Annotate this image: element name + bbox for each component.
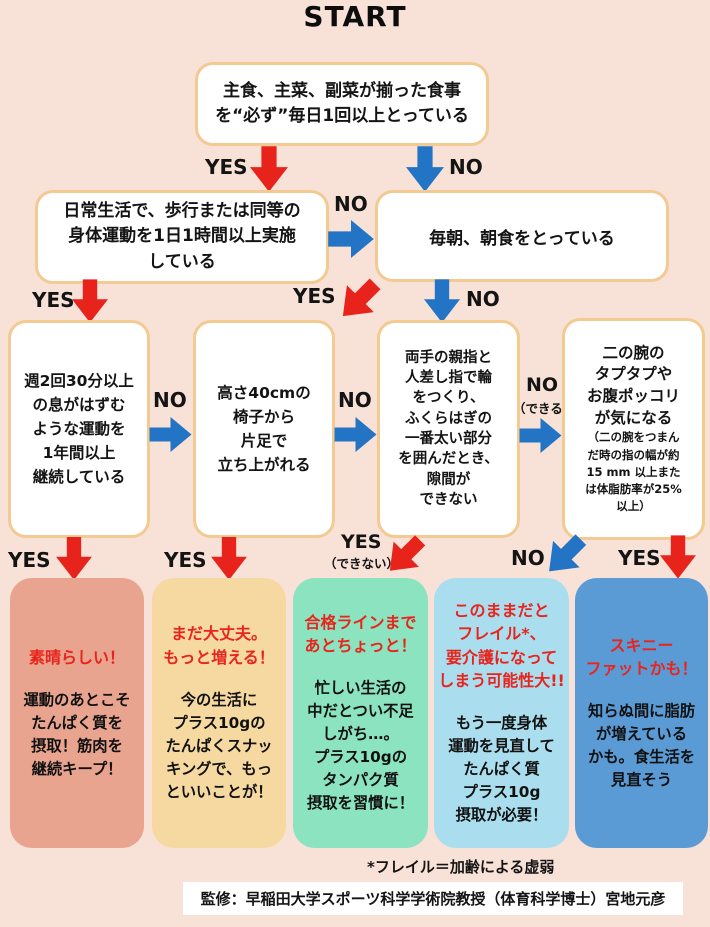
label-no-calf: NO	[526, 374, 559, 396]
question-box-chair: 高さ40cmの 椅子から 片足で 立ち上がれる	[193, 320, 335, 538]
result-body-excellent: 運動のあとこそ たんぱく質を 摂取！筋肉を 継続キープ！	[23, 690, 131, 778]
frailty-footnote: *フレイル＝加齢による虚弱	[367, 858, 555, 876]
question-box-calf: 両手の親指と 人差し指で輪 をつくり、 ふくらはぎの 一番太い部分 を囲んだとき…	[377, 320, 520, 538]
question-box-breakfast: 毎朝、朝食をとっている	[375, 190, 669, 282]
arrow-down-yes-arm-icon	[660, 535, 696, 579]
label-yes-calf-note: （できない）	[324, 556, 400, 571]
label-no-chair: NO	[338, 388, 372, 412]
result-box-excellent: 素晴らしい！ 運動のあとこそ たんぱく質を 摂取！筋肉を 継続キープ！	[10, 578, 144, 848]
result-body-frailty-risk: もう一度身体 運動を見直して たんぱく質 プラス10g 摂取が必要！	[448, 714, 555, 824]
label-yes-breakfast: YES	[293, 284, 336, 308]
result-box-almost: 合格ラインまで あとちょっと！ 忙しい生活の 中だとつい不足 しがち…。 プラス…	[293, 578, 428, 848]
label-no-calf-note: （できる）	[513, 401, 576, 416]
result-body-still-ok: 今の生活に プラス10gの たんぱくスナッ キングで、もっ といいことが！	[165, 690, 273, 801]
label-no-walk: NO	[334, 192, 368, 216]
arrow-right-no-chair-icon	[334, 417, 377, 452]
label-no-meal: NO	[449, 155, 483, 179]
question-box-exercise: 週2回30分以上 の息がはずむ ような運動を 1年間以上 継続している	[8, 320, 150, 538]
arrow-right-no-calf-icon	[519, 418, 562, 453]
result-box-still-ok: まだ大丈夫。 もっと増える！ 今の生活に プラス10gの たんぱくスナッ キング…	[152, 578, 286, 848]
label-yes-chair: YES	[164, 548, 207, 572]
label-no-breakfast: NO	[466, 287, 500, 311]
arrow-diag-yes-calf-icon	[387, 534, 426, 577]
arrow-down-yes-walk-icon	[72, 279, 108, 323]
label-no-exercise: NO	[153, 388, 187, 412]
question-box-arm-main: 二の腕の タプタプや お腹ポッコリ が気になる	[586, 343, 680, 427]
arrow-right-no-walk-icon	[328, 220, 374, 258]
arrow-right-no-exercise-icon	[149, 417, 192, 452]
question-box-meal: 主食、主菜、副菜が揃った食事 を“必ず”毎日1回以上とっている	[195, 62, 489, 146]
supervisor-credit-text: 監修：早稲田大学スポーツ科学学術院教授（体育科学博士）宮地元彦	[200, 890, 666, 908]
arrow-down-no-breakfast-icon	[424, 279, 460, 323]
label-yes-walk: YES	[32, 288, 75, 312]
label-yes-arm: YES	[618, 546, 661, 570]
question-box-arm-note: （二の腕をつまん だ時の指の幅が約 15 mm 以上また は体脂肪率が25% 以…	[585, 430, 682, 514]
supervisor-credit: 監修：早稲田大学スポーツ科学学術院教授（体育科学博士）宮地元彦	[183, 882, 683, 915]
arrow-down-no-meal-icon	[406, 146, 444, 192]
label-yes-meal: YES	[205, 155, 248, 179]
arrow-down-yes-chair-icon	[211, 537, 247, 580]
arrow-diag-no-arm-icon	[546, 533, 587, 578]
label-yes-calf: YES	[341, 531, 382, 553]
question-box-arm: 二の腕の タプタプや お腹ポッコリ が気になる （二の腕をつまん だ時の指の幅が…	[562, 318, 705, 540]
result-title-almost: 合格ラインまで あとちょっと！	[304, 613, 417, 656]
result-box-skinny-fat: スキニー ファットかも！ 知らぬ間に脂肪 が増えている かも。食生活を 見直そう	[575, 578, 708, 848]
result-title-frailty-risk: このままだと フレイル*、 要介護になって しまう可能性大!!	[438, 601, 565, 690]
question-box-walk: 日常生活で、歩行または同等の 身体運動を1日1時間以上実施 している	[35, 190, 329, 284]
arrow-down-yes-exercise-icon	[56, 537, 92, 580]
result-title-still-ok: まだ大丈夫。 もっと増える！	[163, 624, 275, 667]
result-title-skinny-fat: スキニー ファットかも！	[585, 635, 698, 679]
arrow-diag-yes-breakfast-icon	[340, 277, 381, 323]
label-no-arm: NO	[511, 546, 545, 570]
start-title: START	[303, 0, 407, 33]
label-yes-exercise: YES	[8, 548, 51, 572]
result-body-almost: 忙しい生活の 中だとつい不足 しがち…。 プラス10gの タンパク質 摂取を習慣…	[306, 679, 415, 813]
result-body-skinny-fat: 知らぬ間に脂肪 が増えている かも。食生活を 見直そう	[587, 702, 696, 790]
arrow-down-yes-meal-icon	[250, 146, 288, 192]
result-box-frailty-risk: このままだと フレイル*、 要介護になって しまう可能性大!! もう一度身体 運…	[434, 578, 569, 848]
result-title-excellent: 素晴らしい！	[28, 647, 125, 667]
